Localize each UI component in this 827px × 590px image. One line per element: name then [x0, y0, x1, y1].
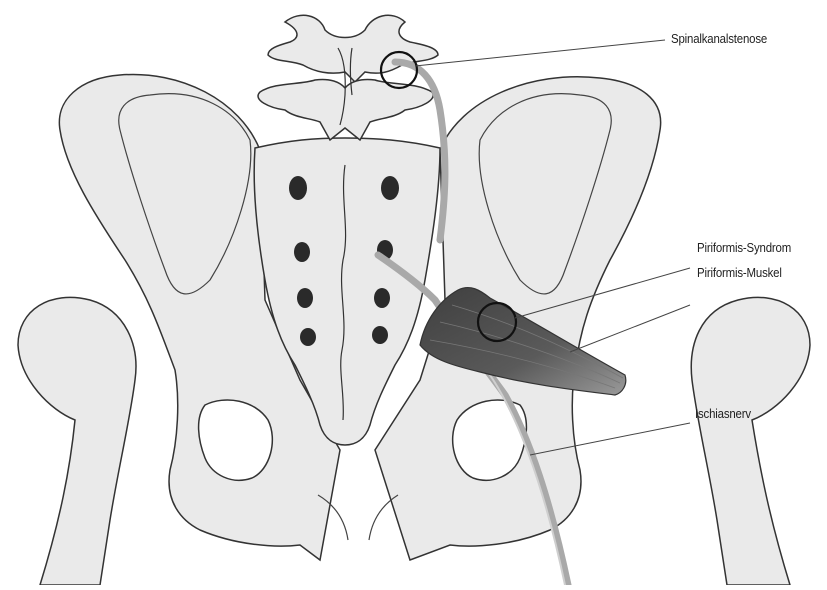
lumbar-vertebra-upper — [268, 15, 438, 82]
foramen-r1 — [381, 176, 399, 200]
label-piriformis-syndrome: Piriformis-Syndrom — [697, 240, 791, 255]
label-spinal-stenosis: Spinalkanalstenose — [671, 31, 767, 46]
foramen-l1 — [289, 176, 307, 200]
left-femur — [18, 297, 136, 585]
foramen-r4 — [372, 326, 388, 344]
leader-spinal — [415, 40, 665, 66]
foramen-l3 — [297, 288, 313, 308]
right-femur — [691, 297, 810, 585]
foramen-r3 — [374, 288, 390, 308]
foramen-l4 — [300, 328, 316, 346]
label-piriformis-muscle: Piriformis-Muskel — [697, 265, 782, 280]
foramen-l2 — [294, 242, 310, 262]
label-sciatic-nerve: Ischiasnerv — [695, 406, 751, 421]
